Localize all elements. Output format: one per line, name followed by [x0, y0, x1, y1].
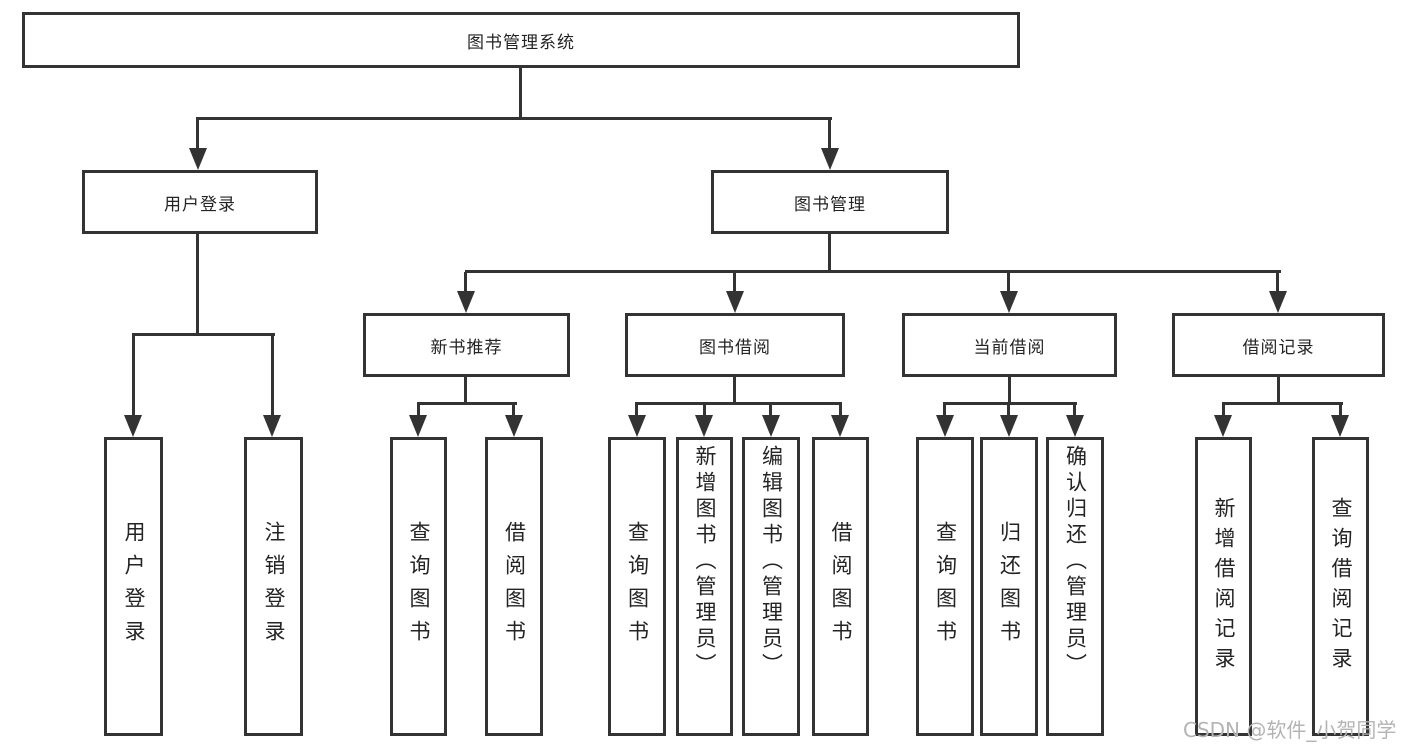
- leaf-label: 借阅图书: [502, 520, 527, 653]
- node-label: 图书管理: [794, 194, 866, 215]
- arrow-down-icon: [1000, 415, 1018, 437]
- node-label: 用户登录: [164, 194, 236, 215]
- leaf-label: 新增图书（管理员）: [693, 445, 717, 679]
- leaf-label: 归还图书: [997, 520, 1022, 653]
- leaf-label: 查询图书: [407, 520, 431, 653]
- connector-line: [196, 117, 832, 120]
- connector-line: [1073, 404, 1076, 416]
- leaf-label: 查询图书: [625, 520, 650, 653]
- connector-line: [1222, 404, 1225, 416]
- leaf-edit-book-admin: 编辑图书（管理员）: [742, 437, 800, 736]
- arrow-down-icon: [821, 148, 839, 170]
- node-book-management: 图书管理: [711, 170, 949, 234]
- connector-line: [635, 404, 638, 416]
- leaf-return-books: 归还图书: [980, 437, 1038, 736]
- arrow-down-icon: [409, 415, 427, 437]
- leaf-label: 用户登录: [122, 520, 146, 653]
- connector-line: [733, 377, 736, 404]
- leaf-label: 查询借阅记录: [1329, 496, 1353, 677]
- arrow-down-icon: [505, 415, 523, 437]
- arrow-down-icon: [695, 415, 713, 437]
- node-label: 图书管理系统: [467, 32, 575, 53]
- leaf-add-book-admin: 新增图书（管理员）: [676, 437, 733, 736]
- watermark: CSDN @软件_小贺同学: [1183, 718, 1397, 742]
- arrow-down-icon: [726, 291, 744, 313]
- connector-line: [1276, 272, 1279, 293]
- arrow-down-icon: [936, 415, 954, 437]
- connector-line: [828, 234, 831, 272]
- connector-line: [769, 404, 772, 416]
- connector-line: [943, 402, 1077, 405]
- leaf-user-login: 用户登录: [104, 437, 163, 736]
- arrow-down-icon: [1066, 415, 1084, 437]
- leaf-confirm-return-admin: 确认归还（管理员）: [1046, 437, 1104, 736]
- leaf-borrow-books-borrowing: 借阅图书: [812, 437, 869, 736]
- leaf-query-borrow-record: 查询借阅记录: [1312, 437, 1369, 736]
- arrow-down-icon: [1214, 415, 1232, 437]
- arrow-down-icon: [189, 148, 207, 170]
- leaf-label: 查询图书: [933, 520, 958, 653]
- connector-line: [1277, 377, 1280, 404]
- leaf-query-books-current: 查询图书: [916, 437, 974, 736]
- leaf-label: 编辑图书（管理员）: [759, 445, 784, 679]
- arrow-down-icon: [762, 415, 780, 437]
- connector-line: [943, 404, 946, 416]
- connector-line: [733, 272, 736, 293]
- node-label: 新书推荐: [430, 337, 503, 358]
- connector-line: [196, 119, 199, 150]
- node-book-borrowing: 图书借阅: [625, 313, 845, 377]
- leaf-query-books-borrowing: 查询图书: [608, 437, 666, 736]
- arrow-down-icon: [457, 291, 475, 313]
- arrow-down-icon: [628, 415, 646, 437]
- connector-line: [132, 333, 275, 336]
- connector-line: [1007, 272, 1010, 293]
- connector-line: [417, 404, 420, 416]
- arrow-down-icon: [263, 415, 281, 437]
- leaf-label: 确认归还（管理员）: [1063, 445, 1088, 679]
- node-borrow-records: 借阅记录: [1172, 313, 1385, 377]
- node-library-system: 图书管理系统: [22, 12, 1020, 68]
- connector-line: [1222, 402, 1343, 405]
- connector-line: [417, 402, 517, 405]
- leaf-label: 新增借阅记录: [1212, 496, 1236, 677]
- connector-line: [839, 404, 842, 416]
- node-new-book-recommend: 新书推荐: [363, 313, 570, 377]
- arrow-down-icon: [1331, 415, 1349, 437]
- arrow-down-icon: [1269, 291, 1287, 313]
- arrow-down-icon: [124, 415, 142, 437]
- connector-line: [703, 404, 706, 416]
- leaf-label: 借阅图书: [829, 520, 853, 653]
- connector-line: [1339, 404, 1342, 416]
- arrow-down-icon: [1000, 291, 1018, 313]
- connector-line: [465, 270, 1281, 273]
- node-label: 借阅记录: [1242, 337, 1315, 358]
- connector-line: [512, 404, 515, 416]
- leaf-logout: 注销登录: [244, 437, 303, 736]
- connector-line: [196, 234, 199, 335]
- arrow-down-icon: [831, 415, 849, 437]
- node-label: 当前借阅: [973, 337, 1046, 358]
- connector-line: [519, 66, 522, 119]
- connector-line: [132, 335, 135, 415]
- connector-line: [635, 402, 842, 405]
- leaf-borrow-books-recommend: 借阅图书: [485, 437, 543, 736]
- leaf-query-books-recommend: 查询图书: [390, 437, 447, 736]
- node-current-borrowing: 当前借阅: [902, 313, 1117, 377]
- connector-line: [1007, 404, 1010, 416]
- leaf-label: 注销登录: [262, 520, 286, 653]
- connector-line: [828, 119, 831, 150]
- connector-line: [464, 272, 467, 293]
- connector-line: [464, 377, 467, 404]
- connector-line: [271, 335, 274, 415]
- node-user-login: 用户登录: [82, 170, 318, 234]
- leaf-add-borrow-record: 新增借阅记录: [1195, 437, 1252, 736]
- connector-line: [1008, 377, 1011, 404]
- node-label: 图书借阅: [699, 337, 771, 358]
